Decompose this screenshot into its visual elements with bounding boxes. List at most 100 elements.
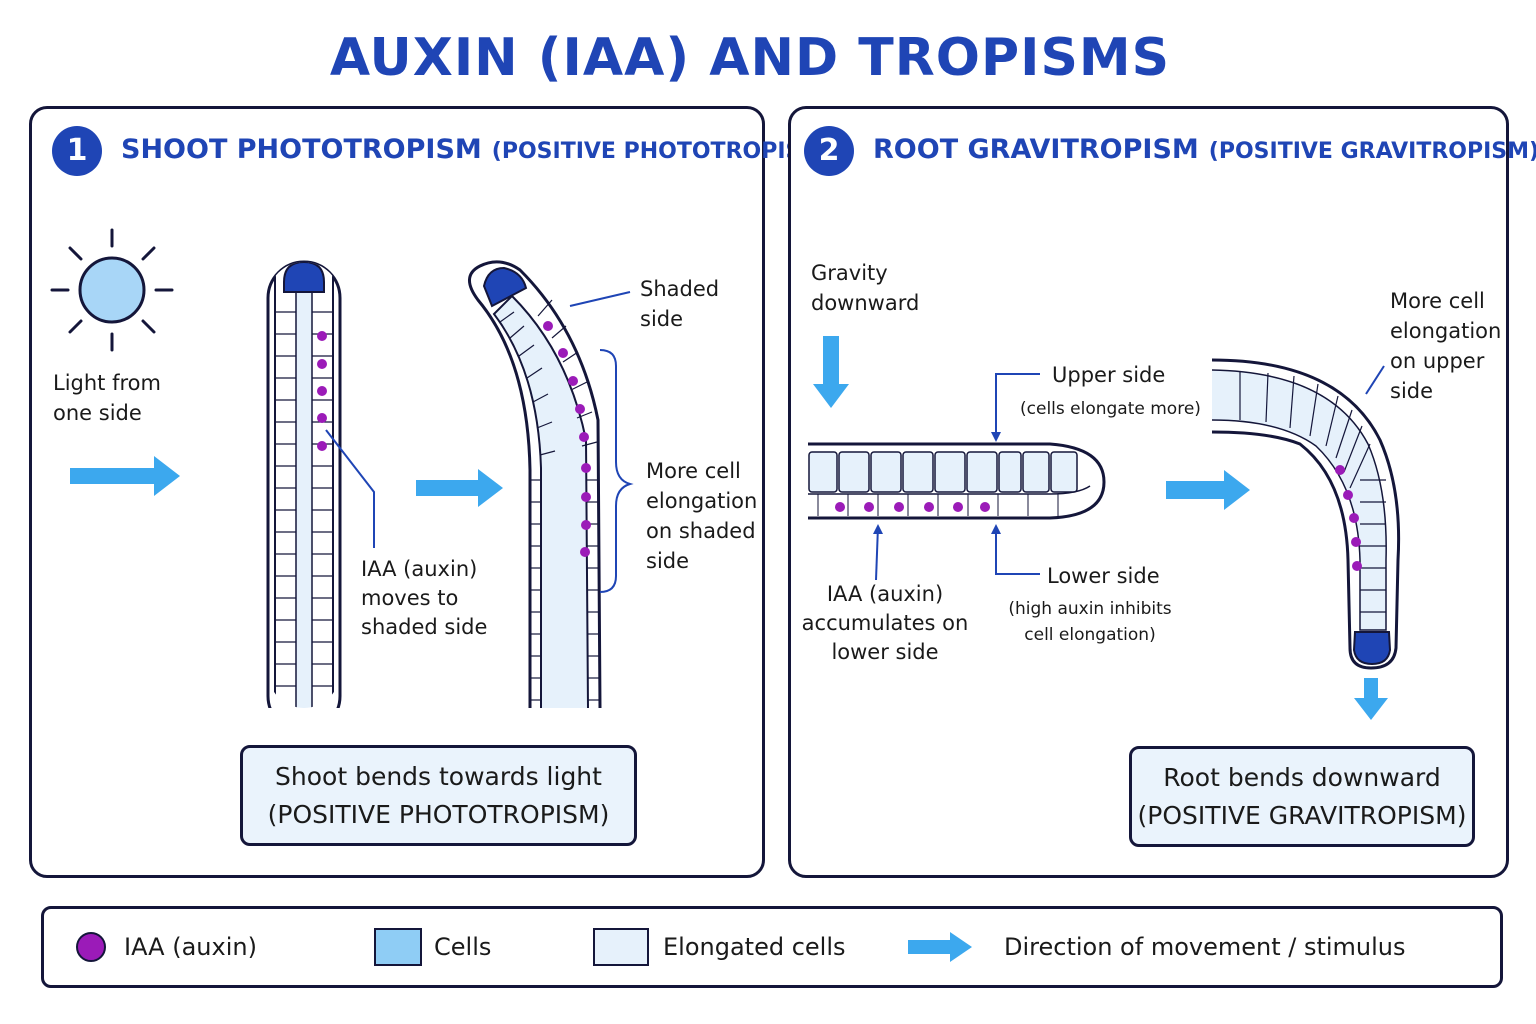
cell-divider (570, 381, 588, 391)
shaded-elongation-line1: More cell (646, 459, 741, 483)
panel-2-title: ROOT GRAVITROPISM (POSITIVE GRAVITROPISM) (873, 134, 1536, 165)
cell-divider (551, 325, 567, 339)
panel-2-number-badge: 2 (804, 126, 854, 176)
auxin-dot (543, 321, 553, 331)
gravity-label-line2: downward (811, 291, 920, 315)
legend-item-elongated: Elongated cells (593, 909, 846, 985)
shoot-result-line2: (POSITIVE PHOTOTROPISM) (267, 800, 610, 829)
cell-divider (1335, 409, 1353, 459)
arrow-down-icon (813, 336, 849, 408)
root-cell (998, 451, 1022, 493)
legend-item-auxin: IAA (auxin) (76, 909, 257, 985)
upper-elongation-line4: side (1390, 379, 1434, 403)
horizontal-root (808, 442, 1106, 520)
root-result-line2: (POSITIVE GRAVITROPISM) (1137, 801, 1467, 830)
legend-cells-label: Cells (434, 933, 492, 961)
straight-shoot (266, 260, 342, 734)
light-label-line1: Light from (53, 371, 161, 395)
arrow-down-icon (1354, 678, 1388, 720)
auxin-dot (317, 359, 327, 369)
cell-divider (562, 351, 579, 363)
cell-swatch-icon (374, 928, 422, 966)
shaded-elongation-label: More cell elongation on shaded side (646, 456, 757, 576)
panel-2-title-main: ROOT GRAVITROPISM (873, 134, 1199, 165)
auxin-dot (581, 520, 591, 530)
legend-item-direction: Direction of movement / stimulus (908, 909, 1406, 985)
lower-side-note-line1: (high auxin inhibits (1008, 599, 1172, 619)
root-cell (838, 451, 870, 493)
auxin-dot (575, 404, 585, 414)
auxin-dot (1343, 490, 1353, 500)
auxin-dot (1349, 513, 1359, 523)
cell-divider (1325, 395, 1339, 447)
upper-side-label: Upper side (1052, 363, 1166, 387)
light-label: Light from one side (53, 368, 161, 428)
cell-divider (526, 367, 543, 379)
legend-elongated-label: Elongated cells (663, 933, 846, 961)
upper-side-note: (cells elongate more) (1020, 399, 1201, 419)
root-cell (1022, 451, 1050, 493)
root-result-line1: Root bends downward (1163, 763, 1441, 792)
root-cell (902, 451, 934, 493)
cell-divider (1349, 443, 1371, 489)
shaded-side-label-line1: Shaded (640, 277, 720, 301)
panel-1-title-main: SHOOT PHOTOTROPISM (121, 134, 482, 165)
root-cell (934, 451, 966, 493)
sun-icon (50, 228, 174, 352)
cell-divider (539, 450, 556, 456)
auxin-dot (579, 432, 589, 442)
upper-elongation-line2: elongation (1390, 319, 1502, 343)
arrow-right-icon (908, 932, 972, 962)
auxin-dot (558, 348, 568, 358)
lower-side-note: (high auxin inhibits cell elongation) (1000, 596, 1180, 648)
panel-2-title-sub: (POSITIVE GRAVITROPISM) (1208, 139, 1536, 164)
root-cell (870, 451, 902, 493)
root-result-box: Root bends downward (POSITIVE GRAVITROPI… (1129, 746, 1475, 847)
auxin-dot (317, 441, 327, 451)
panel-1-title: SHOOT PHOTOTROPISM(POSITIVE PHOTOTROPISM… (121, 134, 833, 165)
arrow-right-icon (70, 456, 180, 496)
iaa-lower-line3: lower side (831, 640, 939, 664)
cell-divider (509, 325, 525, 339)
legend-direction-label: Direction of movement / stimulus (1004, 933, 1406, 961)
auxin-dot (835, 502, 845, 512)
iaa-lower-line1: IAA (auxin) (826, 582, 944, 606)
auxin-dot (580, 547, 590, 557)
root-cell (966, 451, 998, 493)
auxin-dot (924, 502, 934, 512)
auxin-dot (317, 413, 327, 423)
auxin-dot (1352, 561, 1362, 571)
cell-divider (1265, 372, 1269, 423)
cell-divider (537, 299, 553, 317)
auxin-dot (980, 502, 990, 512)
iaa-shaded-label: IAA (auxin) moves to shaded side (361, 555, 487, 642)
bent-shoot (468, 260, 602, 709)
shaded-side-label-line2: side (640, 307, 684, 331)
iaa-shaded-label-line2: moves to (361, 586, 459, 610)
lower-side-label: Lower side (1047, 564, 1160, 588)
cell-divider (536, 421, 553, 429)
cell-divider (581, 441, 598, 447)
arrow-right-icon (1166, 470, 1250, 510)
root-cell (1050, 451, 1078, 493)
shoot-result-line1: Shoot bends towards light (275, 762, 602, 791)
shaded-elongation-line2: elongation (646, 489, 758, 513)
shaded-elongation-line4: side (646, 549, 690, 573)
auxin-dot (1351, 537, 1361, 547)
legend-auxin-label: IAA (auxin) (124, 933, 257, 961)
lower-side-note-line2: cell elongation) (1024, 625, 1156, 645)
auxin-dot (1335, 465, 1345, 475)
iaa-lower-label: IAA (auxin) accumulates on lower side (800, 580, 970, 667)
cell-divider (532, 393, 549, 403)
legend: IAA (auxin) Cells Elongated cells Direct… (41, 906, 1503, 988)
cell-divider (518, 344, 535, 357)
auxin-dot (894, 502, 904, 512)
cell-divider (1289, 375, 1295, 429)
auxin-dot-icon (76, 932, 106, 962)
arrow-right-icon (416, 469, 503, 507)
gravity-label-line1: Gravity (811, 261, 888, 285)
cell-divider (576, 411, 593, 419)
shoot-result-box: Shoot bends towards light (POSITIVE PHOT… (240, 745, 637, 846)
cell-divider (499, 311, 515, 323)
legend-item-cells: Cells (374, 909, 491, 985)
